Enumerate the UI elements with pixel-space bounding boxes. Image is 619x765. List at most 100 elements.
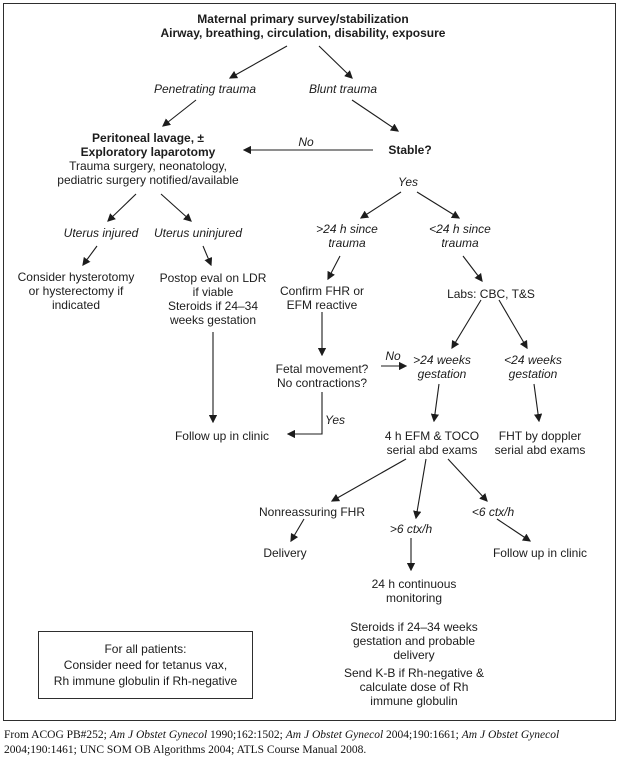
arrow-yes-to-gt24h (359, 191, 402, 219)
arrow-penetrating-to-lavage (162, 99, 197, 127)
text-line: immune globulin (370, 694, 458, 708)
node-lt24-weeks: <24 weeks gestation (504, 353, 562, 381)
node-lt6-ctx: <6 ctx/h (472, 505, 514, 519)
text-line: monitoring (385, 591, 443, 605)
node-fetal-movement: Fetal movement? No contractions? (276, 362, 369, 390)
text-line: gestation and probable (352, 634, 476, 648)
arrow-efmtoco-to-lt6ctx (447, 458, 488, 502)
text-line: Labs: CBC, T&S (447, 287, 535, 301)
arrow-labs-to-gt24weeks (451, 299, 482, 350)
text-line: >6 ctx/h (389, 522, 433, 536)
text-line: or hysterectomy if (28, 284, 124, 298)
text-line: 4 h EFM & TOCO (384, 429, 480, 443)
arrow-efmtoco-to-gt6ctx (413, 458, 427, 520)
text-line: Fetal movement? (275, 362, 369, 376)
text-line: Follow up in clinic (492, 546, 588, 560)
text-line: Airway, breathing, circulation, disabili… (160, 26, 446, 40)
node-uterus-uninjured: Uterus uninjured (154, 226, 242, 240)
arrow-lt24weeks-to-fhtdoppler (533, 383, 543, 423)
flowchart-border (3, 3, 616, 721)
node-continuous-monitoring: 24 h continuous monitoring (372, 577, 457, 605)
node-uterus-injured: Uterus injured (64, 226, 139, 240)
node-followup-clinic-2: Follow up in clinic (493, 546, 587, 560)
arrow-blunt-to-stable (351, 99, 400, 132)
label-no-2: No (385, 349, 400, 363)
text-line: No contractions? (276, 376, 368, 390)
arrow-lavage-to-uterus-uninjured (160, 193, 192, 222)
caption-segment: 1990;162:1502; (207, 729, 286, 741)
text-line: gestation (508, 367, 558, 381)
text-line: >24 weeks (413, 353, 471, 367)
node-peritoneal-lavage: Peritoneal lavage, ± Exploratory laparot… (57, 131, 238, 187)
text-line: No (385, 349, 401, 363)
text-line: Steroids if 24–34 weeks (350, 620, 478, 634)
text-line: Yes (324, 413, 346, 427)
label-yes-1: Yes (398, 175, 418, 189)
text-line: serial abd exams (494, 443, 586, 457)
text-line: serial abd exams (386, 443, 478, 457)
text-line: Exploratory laparotomy (80, 145, 216, 159)
arrow-lt24h-to-labs (462, 255, 483, 282)
caption-segment: 2004;190:1461; UNC SOM OB Algorithms 200… (4, 744, 367, 756)
node-confirm-fhr: Confirm FHR or EFM reactive (280, 284, 364, 312)
figure-credit-caption: From ACOG PB#252; Am J Obstet Gynecol 19… (4, 728, 617, 758)
node-steroids-note: Steroids if 24–34 weeks gestation and pr… (350, 620, 477, 662)
text-line: Send K-B if Rh-negative & (343, 666, 485, 680)
arrow-fetalmovement-yes-to-followup1 (286, 392, 323, 439)
caption-segment: 2004;190:1661; (383, 729, 462, 741)
node-stable: Stable? (388, 143, 431, 157)
arrow-injured-to-hysterotomy (82, 245, 98, 266)
node-penetrating-trauma: Penetrating trauma (154, 82, 256, 96)
node-gt24-weeks: >24 weeks gestation (413, 353, 471, 381)
text-line: if viable (192, 285, 234, 299)
text-line: Uterus uninjured (153, 226, 243, 240)
caption-segment: Am J Obstet Gynecol (285, 729, 384, 741)
text-line: Steroids if 24–34 (167, 299, 259, 313)
text-line: Rh immune globulin if Rh-negative (53, 674, 238, 688)
text-line: delivery (393, 648, 435, 662)
arrow-lt6ctx-to-followup2 (496, 518, 532, 542)
arrow-efmtoco-to-nonreassuring (330, 458, 407, 502)
arrow-lavage-to-uterus-injured (107, 193, 137, 222)
text-line: Maternal primary survey/stabilization (197, 12, 409, 26)
flowchart-arrows (82, 45, 543, 572)
arrow-nonreassuring-to-delivery (290, 518, 305, 543)
node-fht-doppler: FHT by doppler serial abd exams (495, 429, 586, 457)
text-line: Uterus injured (63, 226, 139, 240)
text-line: Confirm FHR or (279, 284, 365, 298)
text-line: weeks gestation (169, 313, 257, 327)
node-postop-eval: Postop eval on LDR if viable Steroids if… (160, 271, 267, 327)
text-line: No (298, 135, 314, 149)
text-line: calculate dose of Rh (359, 680, 469, 694)
node-delivery: Delivery (263, 546, 306, 560)
node-nonreassuring-fhr: Nonreassuring FHR (259, 505, 365, 519)
text-line: 24 h continuous (371, 577, 457, 591)
node-blunt-trauma: Blunt trauma (309, 82, 377, 96)
node-title: Maternal primary survey/stabilization Ai… (161, 12, 446, 40)
arrow-gt24h-to-confirmfhr (327, 255, 341, 281)
text-line: Follow up in clinic (174, 429, 270, 443)
text-line: indicated (51, 298, 101, 312)
arrow-uninjured-to-postop (202, 245, 213, 267)
text-line: For all patients: (104, 642, 187, 656)
text-line: Consider need for tetanus vax, (63, 658, 228, 672)
node-lt24h-since-trauma: <24 h since trauma (429, 222, 491, 250)
text-line: Delivery (263, 546, 307, 560)
node-gt24h-since-trauma: >24 h since trauma (316, 222, 378, 250)
text-line: Yes (397, 175, 419, 189)
arrow-title-to-blunt (318, 45, 353, 79)
text-line: pediatric surgery notified/available (57, 173, 239, 187)
arrow-gt24weeks-to-efmtoco (430, 383, 440, 423)
text-line: Blunt trauma (308, 82, 378, 96)
arrow-title-to-penetrating (228, 45, 288, 79)
label-yes-2: Yes (325, 413, 345, 427)
text-line: Consider hysterotomy (17, 270, 135, 284)
text-line: <6 ctx/h (471, 505, 515, 519)
text-line: trauma (441, 236, 479, 250)
text-line: >24 h since (316, 222, 378, 236)
text-line: FHT by doppler (498, 429, 582, 443)
label-no-1: No (298, 135, 313, 149)
caption-segment: Am J Obstet Gynecol (109, 729, 208, 741)
caption-segment: From ACOG PB#252; (4, 729, 110, 741)
node-kleihauer-note: Send K-B if Rh-negative & calculate dose… (344, 666, 484, 708)
